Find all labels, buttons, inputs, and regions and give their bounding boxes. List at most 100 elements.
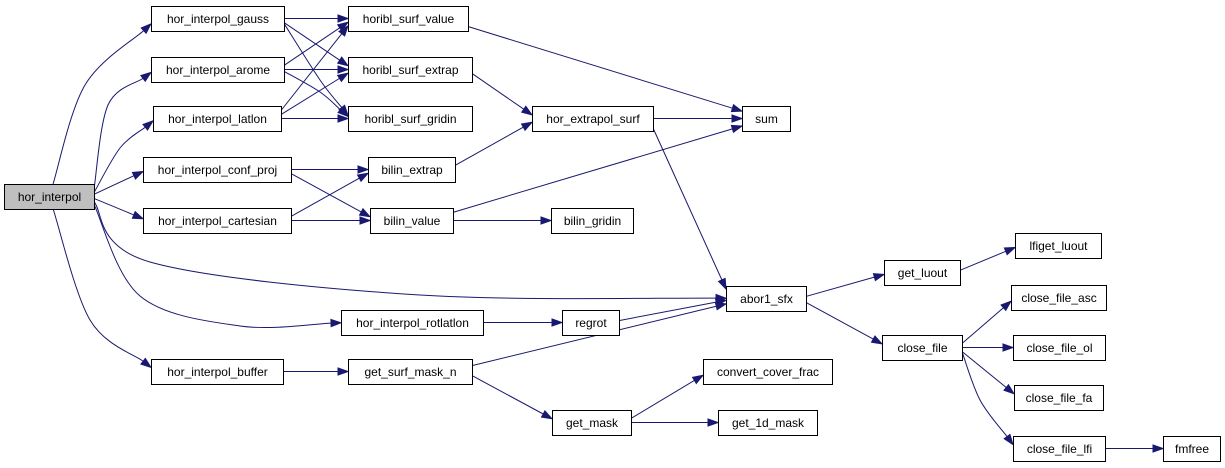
arrowhead-icon [336, 72, 350, 83]
node-bilin_value[interactable]: bilin_value [370, 208, 454, 234]
node-bilin_extrap[interactable]: bilin_extrap [368, 157, 456, 183]
node-box [882, 335, 963, 361]
node-close_file_fa[interactable]: close_file_fa [1014, 385, 1104, 411]
node-hor_interpol_buffer[interactable]: hor_interpol_buffer [151, 359, 284, 385]
edge-close_file_lfi-to-fmfree [1105, 444, 1165, 453]
node-hor_interpol_cartesian[interactable]: hor_interpol_cartesian [143, 208, 292, 234]
node-box [151, 6, 285, 32]
arrowhead-icon [356, 172, 370, 183]
arrowhead-icon [540, 409, 554, 420]
edge-hor_interpol-to-hor_interpol_rotlatlon [93, 204, 343, 328]
edge-line [467, 26, 733, 109]
node-box [884, 260, 961, 286]
node-get_1d_mask[interactable]: get_1d_mask [718, 410, 818, 436]
arrowhead-icon [540, 216, 553, 225]
edge-line [805, 276, 875, 297]
edge-close_file-to-close_file_lfi [961, 351, 1014, 446]
arrowhead-icon [872, 273, 886, 282]
edge-horibl_surf_value-to-sum [467, 26, 744, 113]
edge-line [93, 201, 717, 300]
edge-line [93, 175, 135, 195]
edge-line [52, 208, 144, 362]
arrowhead-icon [1152, 444, 1165, 453]
edge-line [283, 22, 340, 61]
edge-hor_interpol_arome-to-horibl_surf_value [283, 21, 350, 66]
node-lfiget_luout[interactable]: lfiget_luout [1015, 233, 1102, 259]
edge-bilin_extrap-to-hor_extrapol_surf [454, 121, 534, 166]
node-label: close_file_ol [1026, 341, 1092, 355]
node-close_file[interactable]: close_file [882, 335, 963, 361]
edge-hor_interpol_buffer-to-get_surf_mask_n [283, 367, 350, 376]
arrowhead-icon [330, 318, 343, 328]
node-regrot[interactable]: regrot [562, 310, 620, 336]
node-get_surf_mask_n[interactable]: get_surf_mask_n [348, 359, 473, 385]
call-nodes: hor_interpol hor_interpol_gauss hor_interp… [4, 6, 1221, 462]
node-horibl_surf_extrap[interactable]: horibl_surf_extrap [348, 57, 473, 83]
node-box [370, 208, 454, 234]
node-convert_cover_frac[interactable]: convert_cover_frac [703, 359, 833, 385]
arrowhead-icon [1000, 300, 1013, 312]
edge-line [93, 204, 332, 328]
node-get_mask[interactable]: get_mask [552, 410, 632, 436]
edge-line [52, 30, 145, 185]
edge-line [280, 33, 343, 111]
node-box [1013, 436, 1106, 462]
node-hor_interpol_rotlatlon[interactable]: hor_interpol_rotlatlon [341, 310, 484, 336]
edge-line [283, 27, 340, 66]
node-get_luout[interactable]: get_luout [884, 260, 961, 286]
node-label: hor_extrapol_surf [546, 112, 640, 126]
node-horibl_surf_gridin[interactable]: horibl_surf_gridin [348, 106, 473, 132]
node-close_file_asc[interactable]: close_file_asc [1011, 285, 1107, 311]
edge-hor_interpol-to-hor_interpol_gauss [52, 22, 153, 185]
edge-line [93, 77, 144, 190]
node-label: hor_interpol_conf_proj [158, 163, 277, 177]
node-hor_interpol_arome[interactable]: hor_interpol_arome [151, 57, 285, 83]
node-label: hor_interpol_gauss [167, 12, 269, 26]
edge-hor_interpol_conf_proj-to-bilin_extrap [291, 165, 370, 174]
arrowhead-icon [1003, 246, 1017, 256]
node-fmfree[interactable]: fmfree [1163, 436, 1221, 462]
node-box [341, 310, 484, 336]
node-label: horibl_surf_gridin [364, 112, 456, 126]
arrowhead-icon [131, 210, 145, 220]
node-label: sum [755, 112, 778, 126]
arrowhead-icon [337, 65, 350, 74]
edge-line [283, 70, 341, 111]
node-label: regrot [575, 316, 607, 330]
edge-horibl_surf_extrap-to-hor_extrapol_surf [471, 73, 534, 116]
edge-line [618, 301, 717, 322]
node-close_file_lfi[interactable]: close_file_lfi [1013, 436, 1106, 462]
arrowhead-icon [730, 103, 744, 113]
node-label: horibl_surf_value [363, 12, 455, 26]
edge-close_file-to-close_file_asc [961, 300, 1013, 344]
node-bilin_gridin[interactable]: bilin_gridin [551, 208, 634, 234]
edge-line [961, 351, 1007, 388]
edge-hor_interpol_latlon-to-horibl_surf_gridin [281, 114, 350, 123]
edge-line [93, 197, 134, 216]
node-hor_interpol[interactable]: hor_interpol [4, 184, 95, 210]
arrowhead-icon [359, 216, 372, 225]
arrowhead-icon [714, 302, 728, 311]
node-hor_interpol_latlon[interactable]: hor_interpol_latlon [153, 106, 282, 132]
node-hor_interpol_conf_proj[interactable]: hor_interpol_conf_proj [143, 157, 292, 183]
node-label: get_luout [898, 266, 948, 280]
node-box [718, 410, 818, 436]
edge-bilin_value-to-bilin_gridin [453, 216, 553, 225]
edge-line [283, 23, 343, 108]
arrowhead-icon [357, 165, 370, 174]
node-close_file_ol[interactable]: close_file_ol [1013, 335, 1106, 361]
node-box [742, 106, 791, 132]
edge-line [805, 301, 874, 340]
node-box [726, 286, 807, 312]
node-label: close_file_fa [1026, 391, 1093, 405]
edge-hor_interpol-to-hor_interpol_buffer [52, 208, 153, 369]
node-box [348, 57, 473, 83]
node-abor1_sfx[interactable]: abor1_sfx [726, 286, 807, 312]
arrowhead-icon [336, 21, 350, 32]
node-sum[interactable]: sum [742, 106, 791, 132]
node-horibl_surf_value[interactable]: horibl_surf_value [348, 6, 469, 32]
node-hor_extrapol_surf[interactable]: hor_extrapol_surf [532, 106, 654, 132]
edge-line [961, 307, 1004, 344]
node-label: hor_interpol_buffer [167, 365, 268, 379]
node-hor_interpol_gauss[interactable]: hor_interpol_gauss [151, 6, 285, 32]
